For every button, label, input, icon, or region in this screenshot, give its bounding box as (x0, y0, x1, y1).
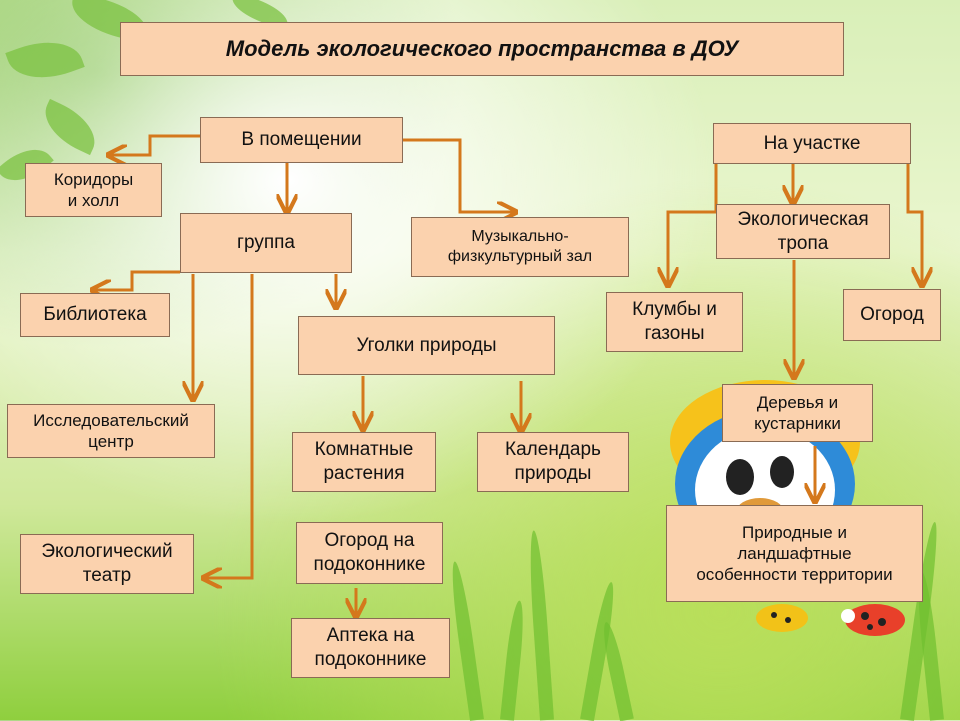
node-ugolki: Уголки природы (298, 316, 555, 375)
node-kalendar: Календарь природы (477, 432, 629, 492)
node-prirodnye: Природные и ландшафтные особенности терр… (666, 505, 923, 602)
arrow-to-ogorod (906, 142, 922, 286)
arrow-to-klumby (668, 138, 718, 286)
node-apteka: Аптека на подоконнике (291, 618, 450, 678)
node-muzykalno: Музыкально- физкультурный зал (411, 217, 629, 277)
node-ekoteatr: Экологический театр (20, 534, 194, 594)
node-klumby: Клумбы и газоны (606, 292, 743, 352)
node-komnatnye: Комнатные растения (292, 432, 436, 492)
node-ekotropa: Экологическая тропа (716, 204, 890, 259)
node-koridory: Коридоры и холл (25, 163, 162, 217)
ladybug-icon (841, 604, 905, 636)
node-gruppa: группа (180, 213, 352, 273)
node-v-pomeshchenii: В помещении (200, 117, 403, 163)
arrow-to-koridory (108, 134, 200, 155)
node-biblioteka: Библиотека (20, 293, 170, 337)
arrow-to-biblioteka (92, 270, 180, 290)
diagram-title: Модель экологического пространства в ДОУ (120, 22, 844, 76)
node-ogorod: Огород (843, 289, 941, 341)
node-derevya: Деревья и кустарники (722, 384, 873, 442)
node-na-uchastke: На участке (713, 123, 911, 164)
node-issledovatelskiy: Исследовательский центр (7, 404, 215, 458)
arrow-to-ekoteatr (203, 274, 254, 578)
ladybug-icon (756, 604, 808, 632)
arrow-to-muzykalno (403, 138, 516, 212)
node-ogorod-podokonnik: Огород на подоконнике (296, 522, 443, 584)
